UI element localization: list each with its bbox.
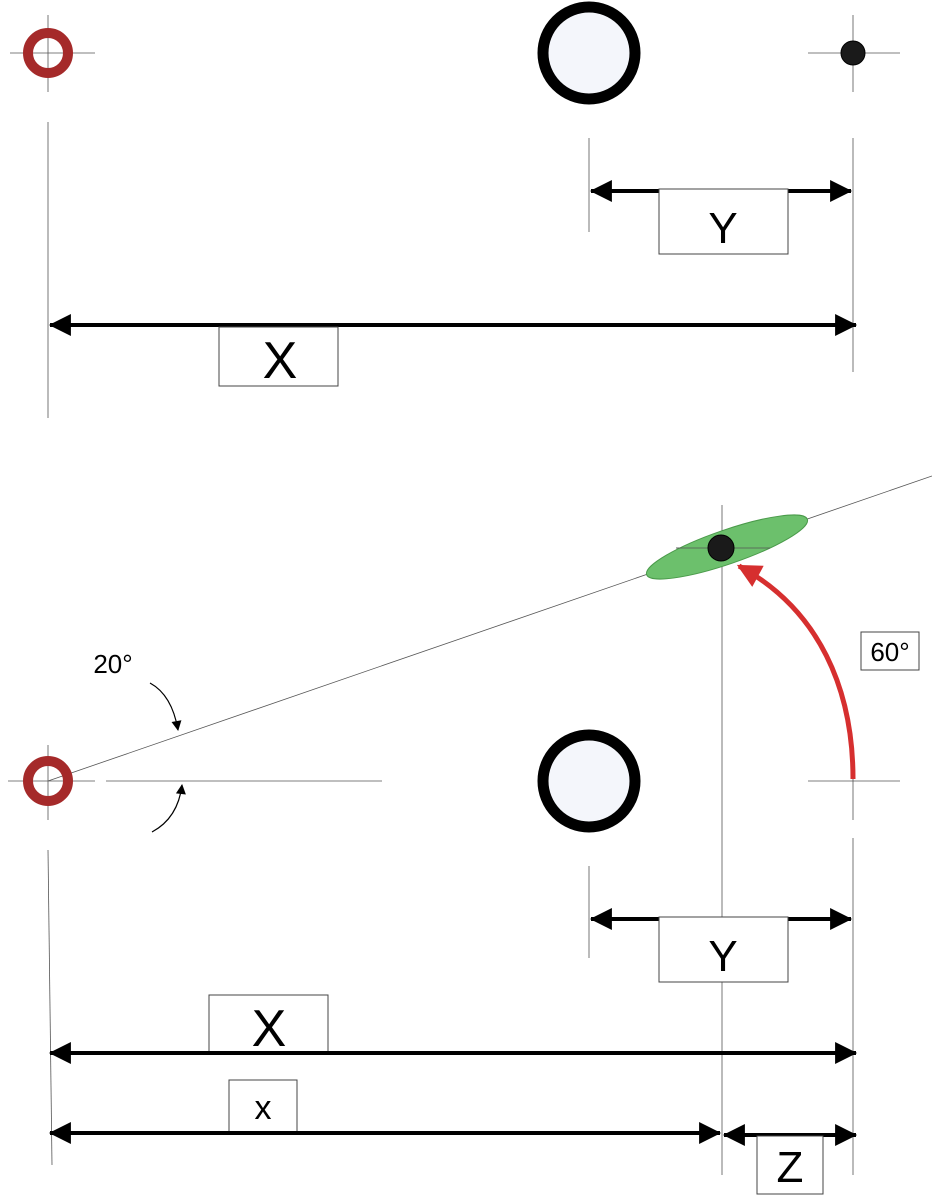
red-ring-hole-icon [23, 756, 73, 806]
bottom-dimension-x: X [48, 994, 858, 1064]
angle-label-text: 20° [93, 649, 132, 679]
bottom-y-label: Y [708, 932, 737, 981]
rotation-arrow-icon [736, 563, 856, 780]
bottom-dimension-y: Y [589, 908, 853, 983]
bottom-extension-lines [47, 505, 854, 1175]
top-view: Y X [10, 1, 900, 418]
bottom-dimension-small-x: x [48, 1079, 722, 1144]
bottom-x-label: X [252, 1000, 287, 1058]
top-dimension-y: Y [589, 180, 853, 255]
small-dot-hole-icon [840, 40, 866, 66]
bottom-dimension-z: Z [722, 1124, 858, 1195]
bottom-small-x-label: x [255, 1089, 272, 1127]
bottom-crosshairs [8, 547, 900, 822]
rotated-dot-icon [707, 534, 735, 562]
large-ring-hole-icon [537, 1, 641, 105]
top-crosshairs [10, 10, 900, 98]
rotation-label-text: 60° [870, 637, 909, 667]
top-y-label: Y [708, 204, 737, 253]
top-x-label: X [263, 332, 298, 390]
large-ring-hole-icon [537, 729, 641, 833]
red-ring-hole-icon [23, 28, 73, 78]
bottom-z-label: Z [777, 1143, 804, 1192]
rotation-angle-label: 60° [860, 631, 920, 671]
top-extension-lines [47, 122, 854, 418]
top-dimension-x: X [48, 314, 858, 390]
bottom-view: 60° 20° Y X x Z [8, 475, 932, 1195]
angle-annotation: 20° [93, 649, 186, 833]
